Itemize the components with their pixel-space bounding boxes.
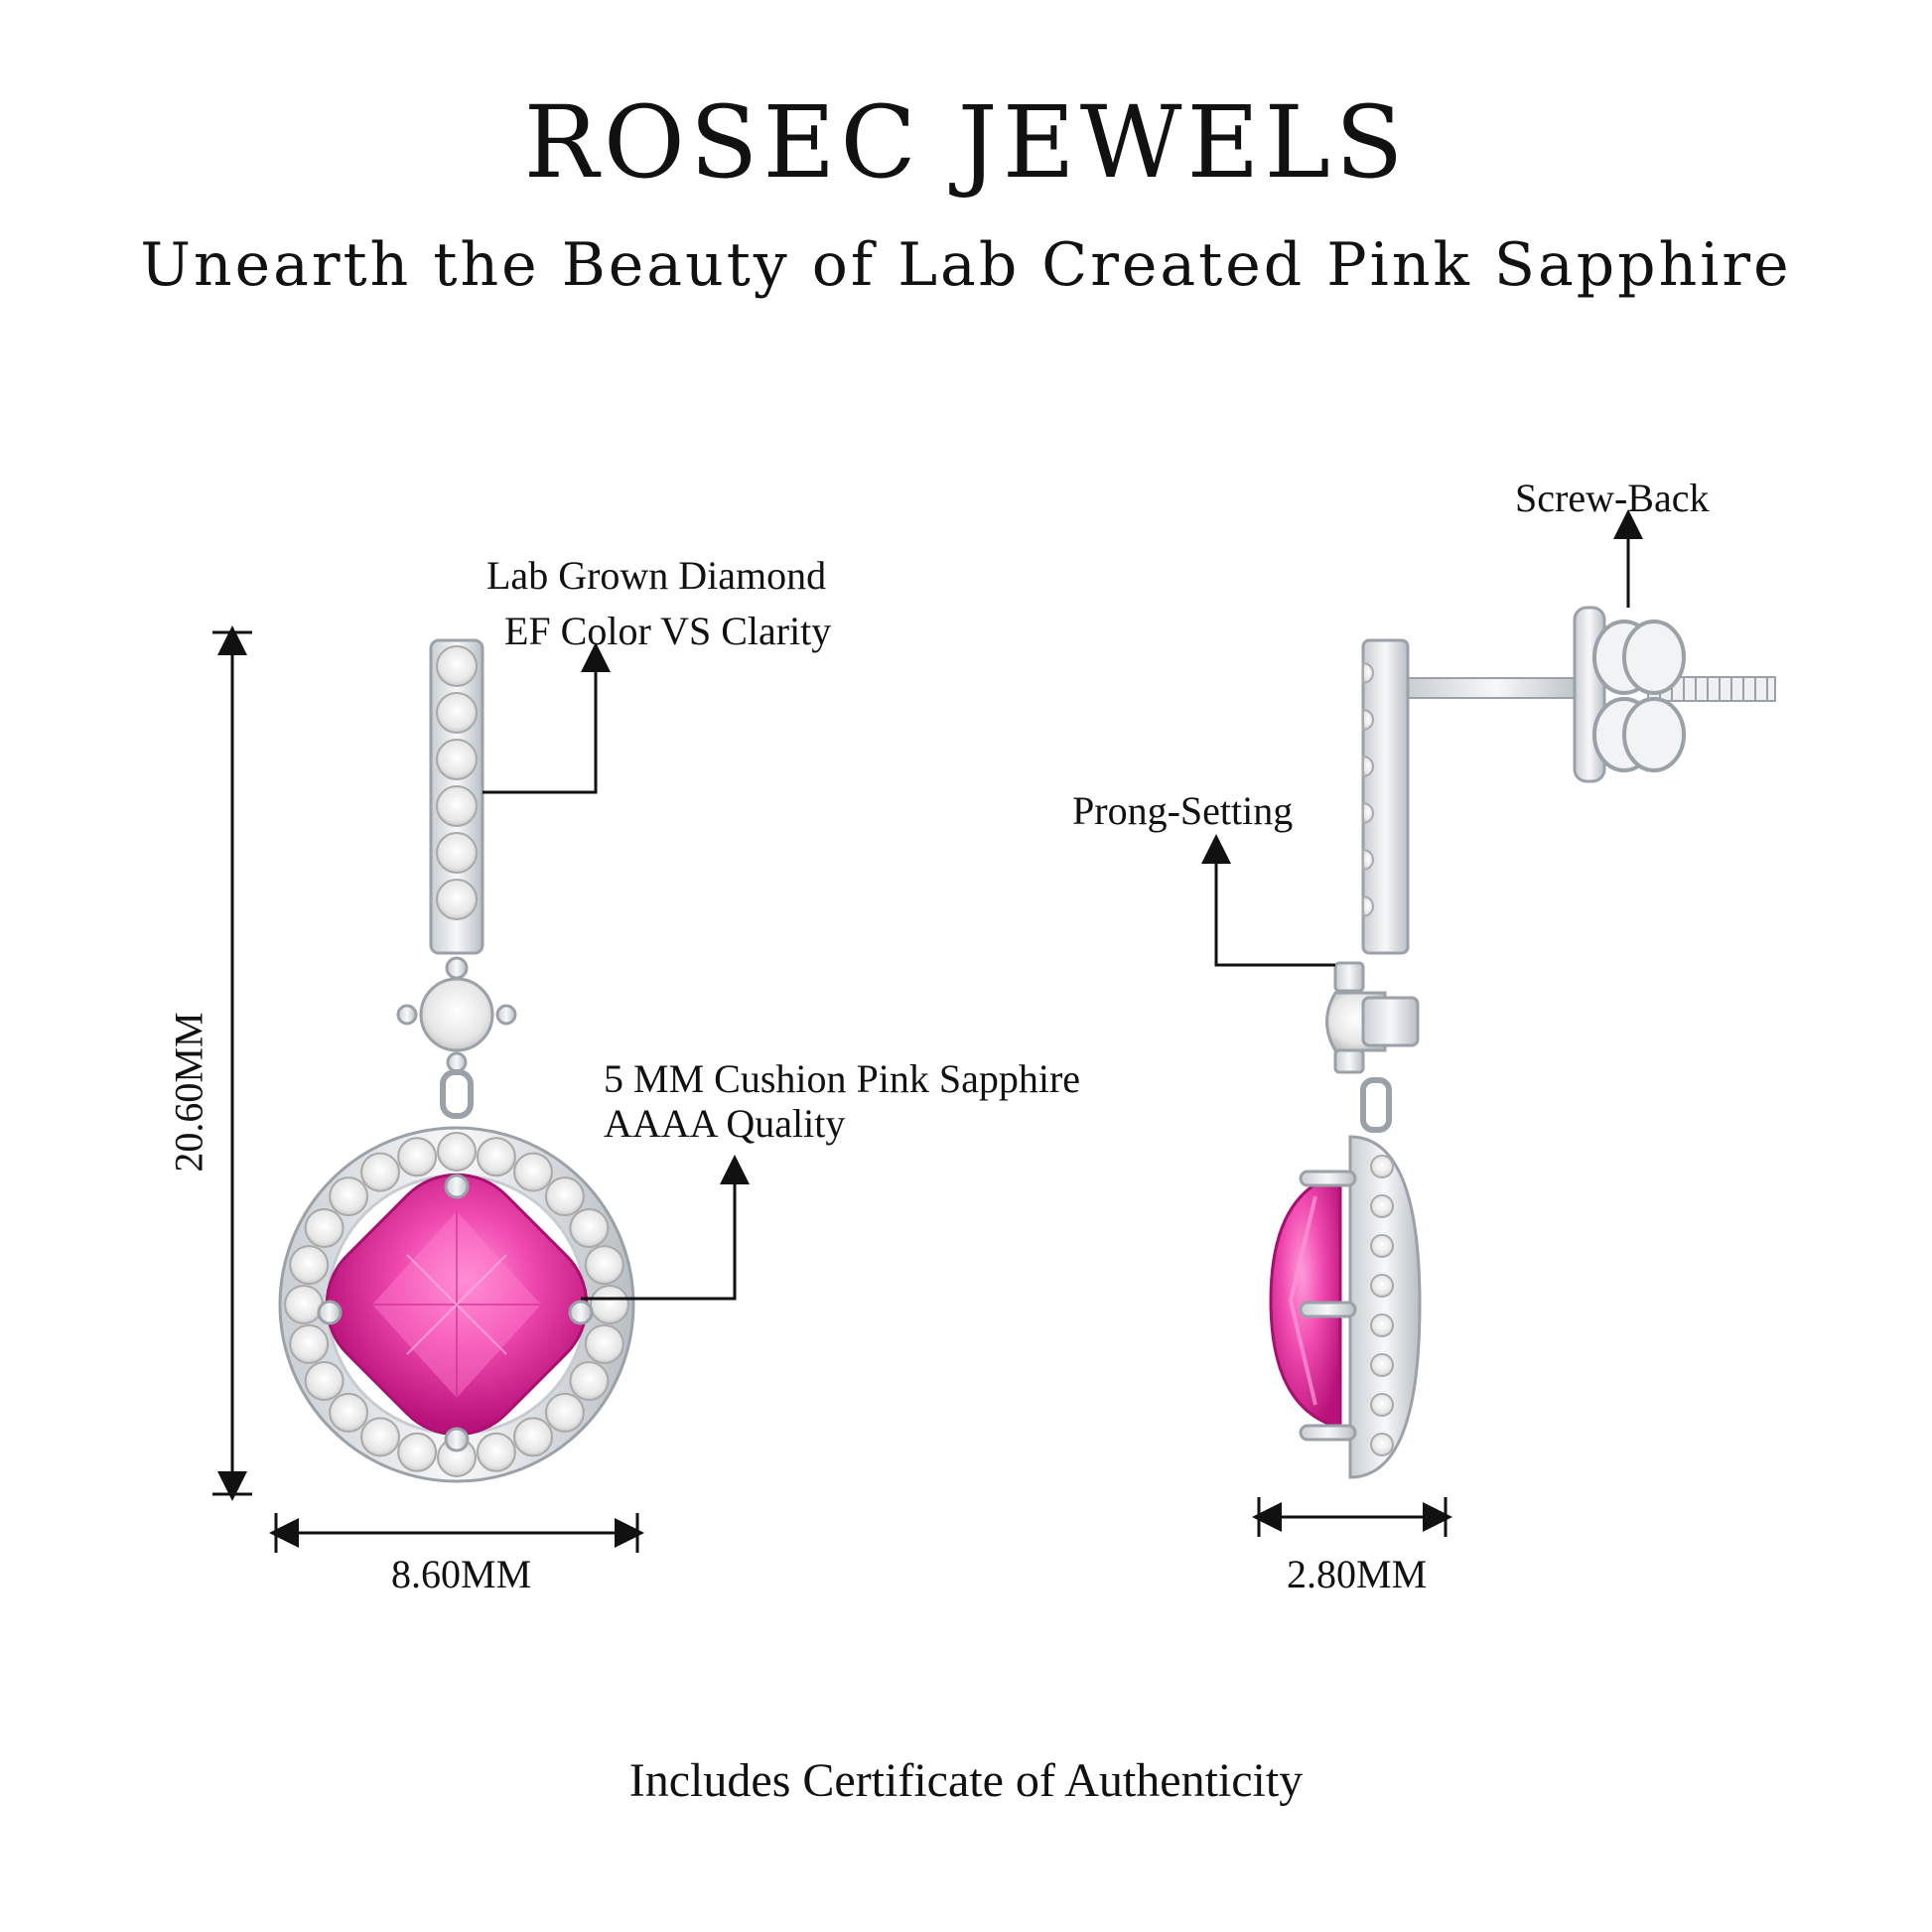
halo-diamond bbox=[590, 1285, 629, 1324]
diamond-label-line1: Lab Grown Diamond bbox=[486, 553, 827, 598]
halo-diamond bbox=[437, 1132, 477, 1172]
halo-diamond bbox=[329, 1392, 369, 1433]
product-tagline: Unearth the Beauty of Lab Created Pink S… bbox=[140, 230, 1792, 300]
height-dimension bbox=[212, 625, 252, 1501]
halo-diamond bbox=[304, 1361, 345, 1401]
prong-callout-line bbox=[1201, 834, 1335, 967]
halo-diamond bbox=[289, 1323, 330, 1364]
width-label: 8.60MM bbox=[391, 1552, 532, 1596]
halo-diamond bbox=[289, 1245, 330, 1286]
side-halo-diamond bbox=[1370, 1393, 1394, 1417]
side-halo-diamond bbox=[1370, 1234, 1394, 1258]
halo-diamond bbox=[584, 1323, 624, 1364]
depth-dimension bbox=[1252, 1497, 1452, 1537]
halo-diamond bbox=[544, 1392, 585, 1433]
height-label: 20.60MM bbox=[166, 1012, 211, 1173]
brand-title: ROSEC JEWELS bbox=[523, 84, 1409, 201]
side-halo-diamond bbox=[1370, 1194, 1394, 1218]
halo-diamond bbox=[513, 1152, 553, 1192]
prong-setting-label: Prong-Setting bbox=[1072, 788, 1294, 833]
depth-label: 2.80MM bbox=[1287, 1552, 1428, 1596]
halo-diamond bbox=[360, 1417, 400, 1457]
side-halo-diamond bbox=[1370, 1313, 1394, 1337]
side-halo-diamond bbox=[1370, 1433, 1394, 1456]
halo-diamond bbox=[284, 1285, 324, 1324]
halo-diamond bbox=[476, 1137, 516, 1177]
drop-diamond bbox=[396, 977, 517, 1073]
certificate-note: Includes Certificate of Authenticity bbox=[628, 1754, 1304, 1807]
side-earring bbox=[1269, 606, 1776, 1479]
side-halo-diamonds bbox=[1370, 1155, 1394, 1456]
bar-diamonds bbox=[436, 645, 478, 920]
side-halo-diamond bbox=[1370, 1274, 1394, 1298]
front-earring bbox=[278, 638, 635, 1483]
halo-diamond bbox=[513, 1417, 553, 1457]
diamond-callout-line bbox=[483, 642, 611, 794]
halo-diamonds bbox=[284, 1132, 629, 1477]
screw-back-label: Screw-Back bbox=[1515, 476, 1710, 520]
halo-diamond bbox=[569, 1361, 610, 1401]
halo-diamond bbox=[584, 1245, 624, 1286]
side-halo-diamond bbox=[1370, 1155, 1394, 1178]
side-halo-diamond bbox=[1370, 1353, 1394, 1377]
halo-diamond bbox=[304, 1208, 345, 1248]
halo-diamond bbox=[360, 1152, 400, 1192]
sapphire-label-line2: AAAA Quality bbox=[604, 1101, 846, 1146]
pink-sapphire bbox=[325, 1173, 589, 1437]
sapphire-callout-line bbox=[581, 1155, 750, 1301]
halo-diamond bbox=[397, 1137, 438, 1177]
width-dimension bbox=[269, 1513, 644, 1553]
halo-diamond bbox=[329, 1176, 369, 1217]
halo-diamond bbox=[544, 1176, 585, 1217]
sapphire-label-line1: 5 MM Cushion Pink Sapphire bbox=[604, 1056, 1081, 1101]
halo-diamond bbox=[476, 1432, 516, 1472]
screw-back bbox=[1573, 606, 1686, 783]
halo-diamond bbox=[397, 1432, 438, 1472]
halo-diamond bbox=[569, 1208, 610, 1248]
diamond-label-line2: EF Color VS Clarity bbox=[504, 609, 832, 653]
